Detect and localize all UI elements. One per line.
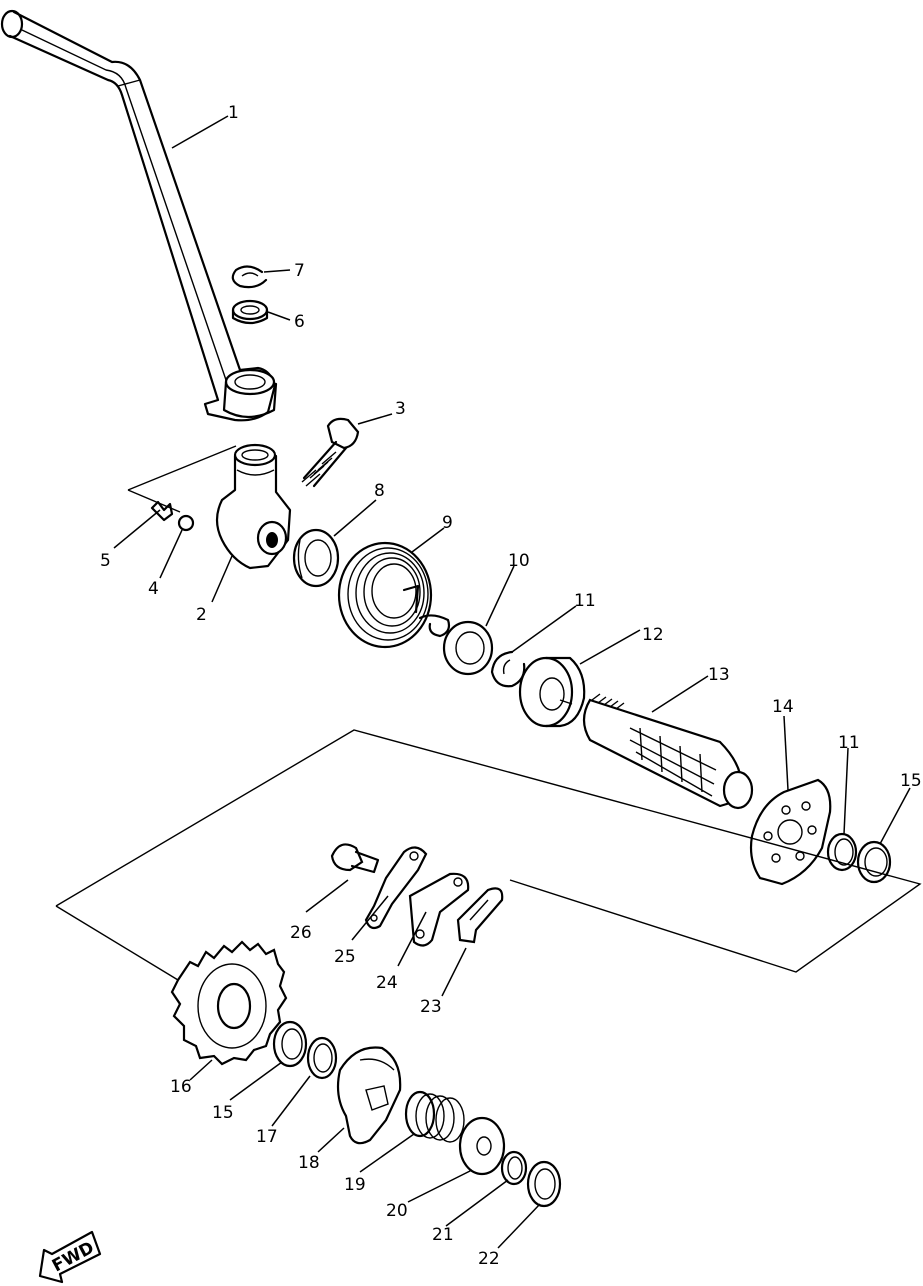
guide-line xyxy=(127,445,237,491)
leader-lines xyxy=(113,115,911,1249)
label-12: 12 xyxy=(642,625,664,645)
label-18: 18 xyxy=(298,1153,320,1173)
label-13: 13 xyxy=(708,665,730,685)
spring-9 xyxy=(337,541,451,649)
washer-22 xyxy=(526,1160,562,1208)
clip-7 xyxy=(231,265,268,289)
guide-line xyxy=(127,489,181,513)
ratchet-18 xyxy=(336,1046,402,1145)
spring-19 xyxy=(404,1090,465,1143)
label-9: 9 xyxy=(442,513,453,533)
label-24: 24 xyxy=(376,973,398,993)
fwd-arrow-icon: FWD xyxy=(38,1230,102,1284)
circlip-11 xyxy=(490,650,526,688)
label-17: 17 xyxy=(256,1127,278,1147)
circlip-11b xyxy=(826,832,858,872)
washer-6 xyxy=(231,299,269,325)
subassembly-outline xyxy=(55,729,922,973)
washer-15b xyxy=(272,1020,308,1068)
washer-15 xyxy=(856,840,892,884)
gear-16 xyxy=(170,940,288,1066)
kick-shaft-13 xyxy=(582,693,754,810)
kick-lever xyxy=(0,9,278,422)
bracket-24 xyxy=(408,872,470,947)
bolt-3 xyxy=(301,417,360,488)
washer-20 xyxy=(458,1116,506,1176)
washer-17 xyxy=(306,1036,338,1080)
plate-14 xyxy=(749,778,832,886)
label-5: 5 xyxy=(100,551,111,571)
kick-boss-2 xyxy=(215,443,292,570)
label-20: 20 xyxy=(386,1201,408,1221)
label-15b: 15 xyxy=(212,1103,234,1123)
label-11b: 11 xyxy=(838,733,860,753)
label-1: 1 xyxy=(228,103,239,123)
label-16: 16 xyxy=(170,1077,192,1097)
label-6: 6 xyxy=(294,312,305,332)
label-2: 2 xyxy=(196,605,207,625)
label-10: 10 xyxy=(508,551,530,571)
label-23: 23 xyxy=(420,997,442,1017)
ball-4 xyxy=(177,514,195,532)
label-8: 8 xyxy=(374,481,385,501)
collar-12 xyxy=(518,656,586,728)
label-22: 22 xyxy=(478,1249,500,1269)
circlip-21 xyxy=(500,1150,528,1186)
label-11a: 11 xyxy=(574,591,596,611)
clip-23 xyxy=(456,887,504,944)
subassembly-outline xyxy=(55,905,179,981)
washer-10 xyxy=(442,620,494,676)
label-19: 19 xyxy=(344,1175,366,1195)
label-21: 21 xyxy=(432,1225,454,1245)
stopper-25 xyxy=(364,846,428,930)
label-15a: 15 xyxy=(900,771,922,791)
label-25: 25 xyxy=(334,947,356,967)
label-14: 14 xyxy=(772,697,794,717)
label-3: 3 xyxy=(395,399,406,419)
label-4: 4 xyxy=(148,579,159,599)
label-7: 7 xyxy=(294,261,305,281)
seal-8 xyxy=(292,528,340,588)
label-26: 26 xyxy=(290,923,312,943)
bolt-26 xyxy=(330,843,380,874)
part-labels: 1 2 3 4 5 6 7 8 9 10 11 12 13 14 11 15 1… xyxy=(100,103,922,1269)
